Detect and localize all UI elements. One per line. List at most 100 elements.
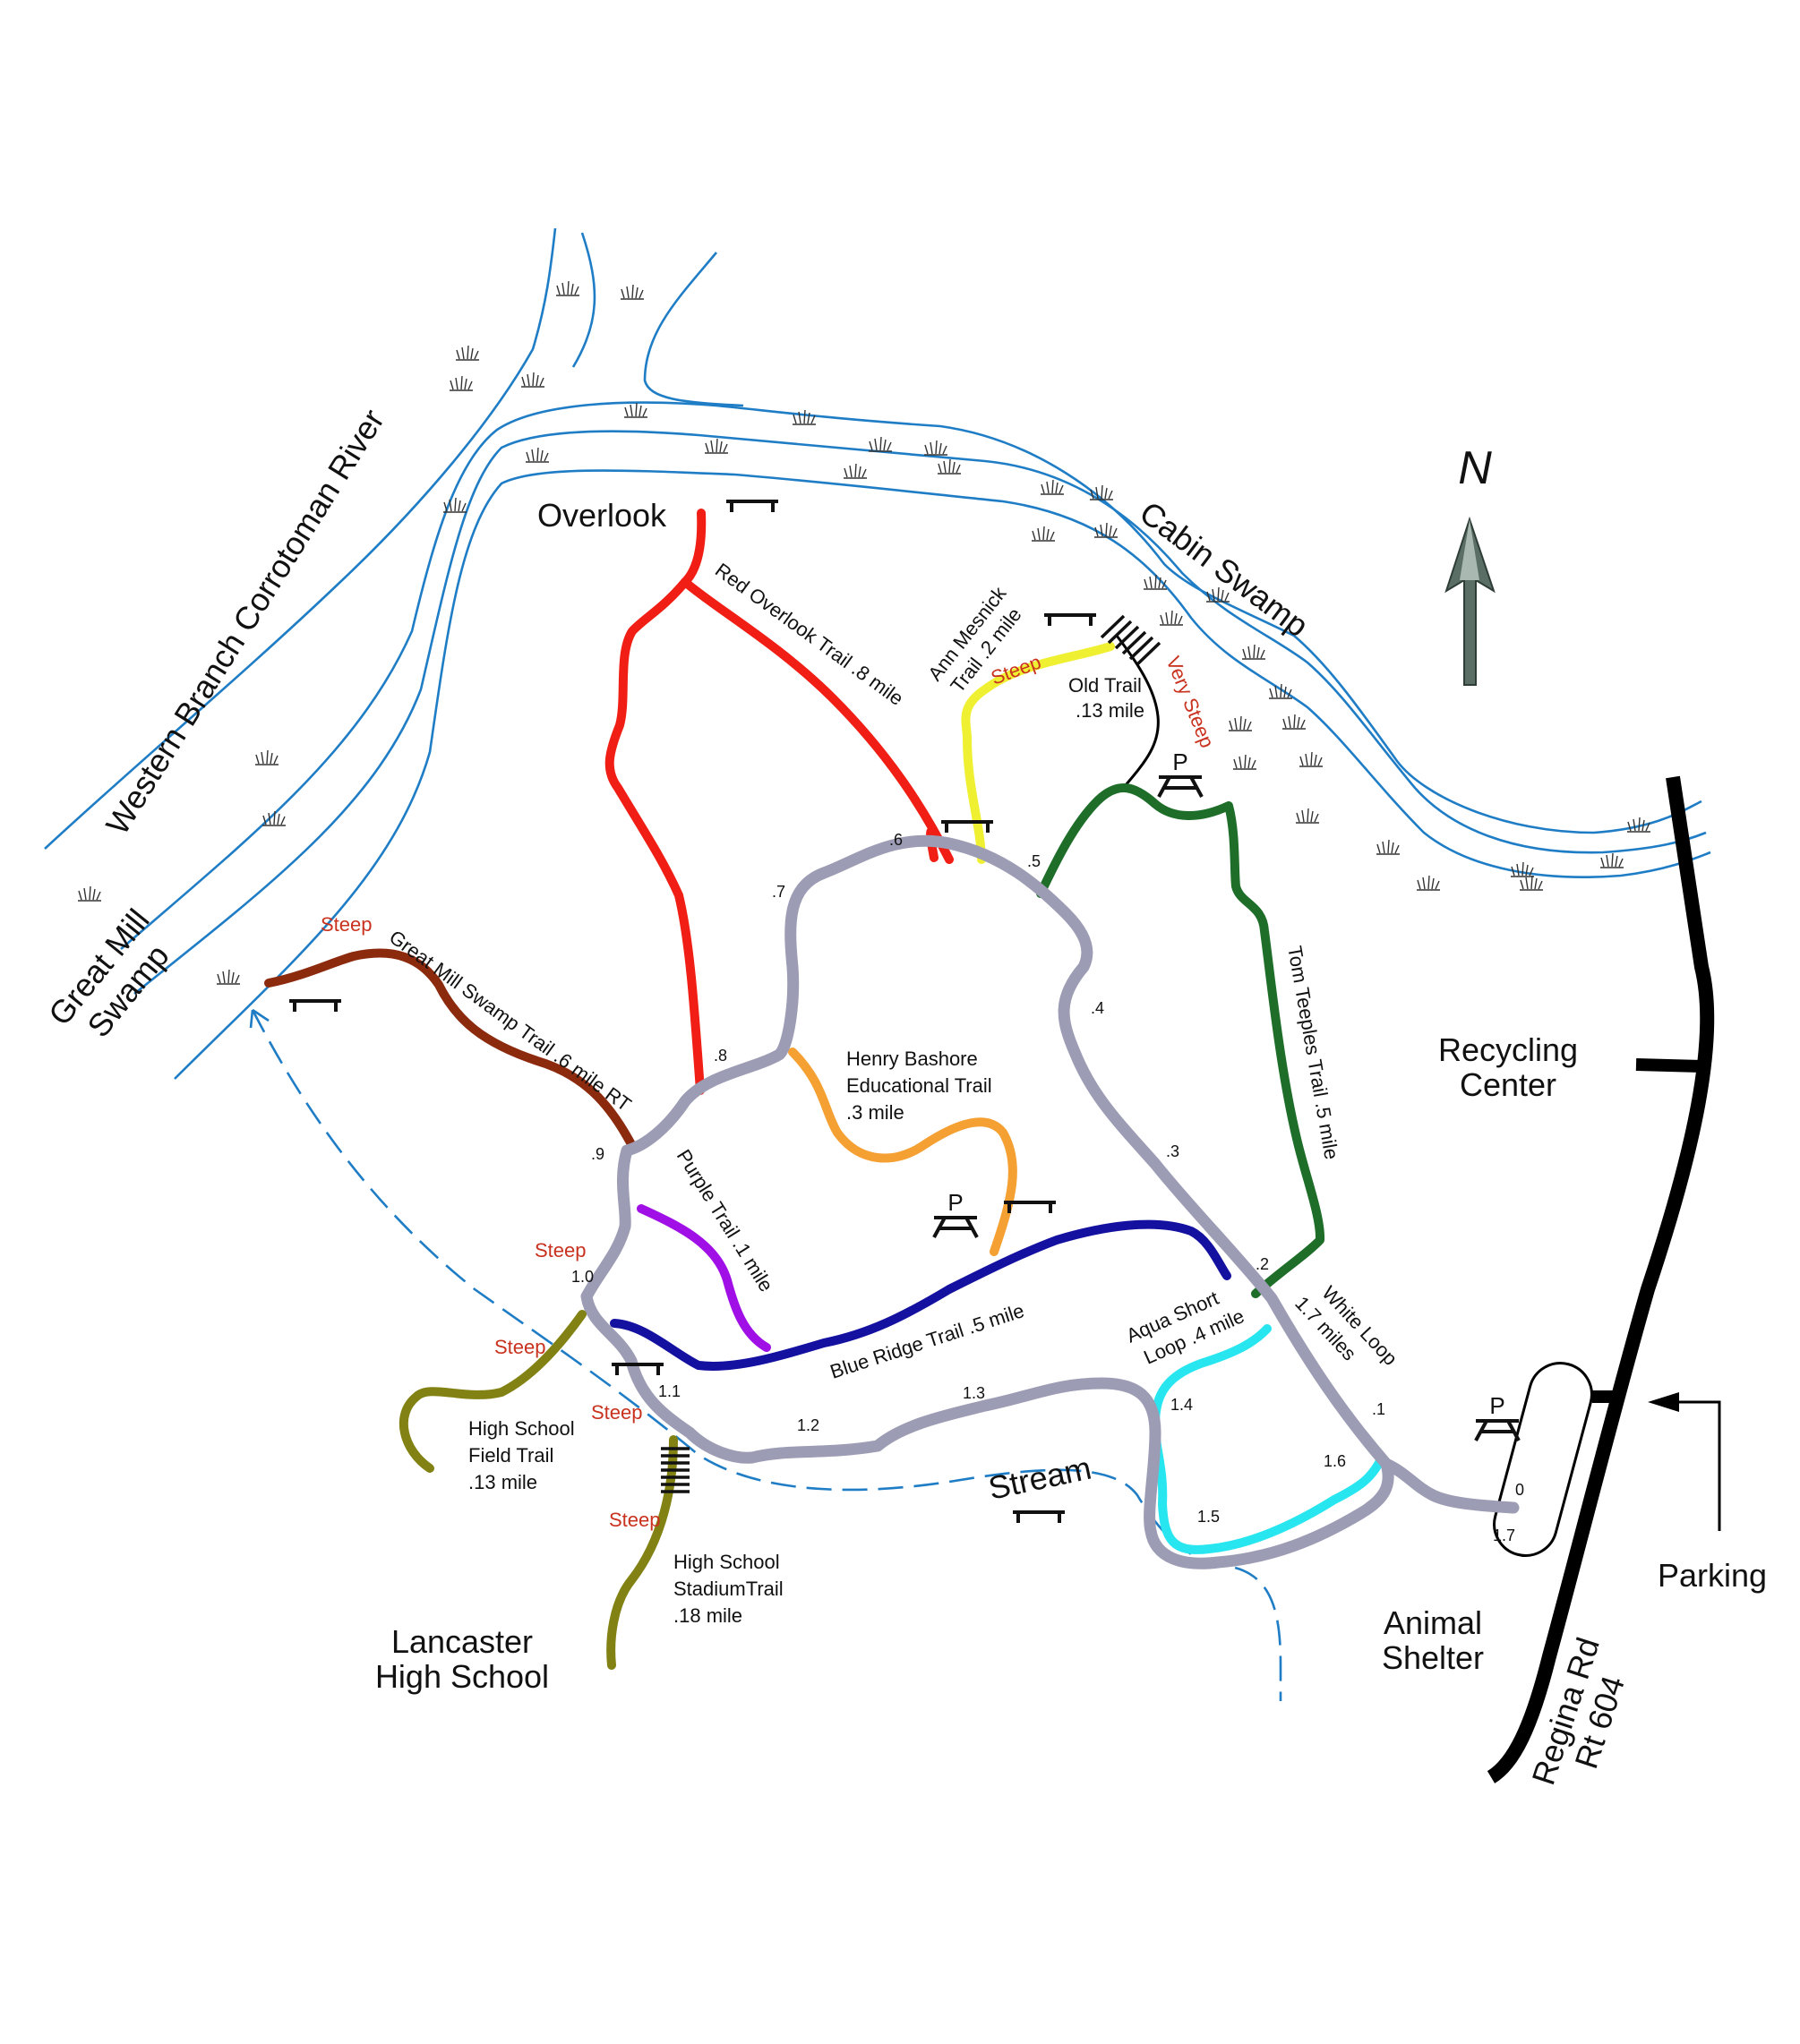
mile-marker: .6 <box>889 831 903 849</box>
steep-label: Steep <box>591 1401 643 1424</box>
mile-marker: .8 <box>714 1047 727 1065</box>
swamp-channel-middle <box>133 430 1707 996</box>
trail-white-loop[interactable] <box>580 834 1520 1569</box>
marsh-grass-icon <box>792 409 817 425</box>
lancaster-high-school-label: Lancaster High School <box>375 1623 549 1695</box>
white-loop-label: White Loop 1.7 miles <box>1290 1281 1401 1369</box>
bench-icon <box>1042 613 1098 628</box>
trail-tom-teeples[interactable] <box>1036 783 1325 1298</box>
svg-text:.18 mile: .18 mile <box>673 1604 742 1627</box>
svg-text:Animal: Animal <box>1384 1604 1482 1641</box>
steep-label: Steep <box>609 1509 661 1531</box>
svg-text:High School: High School <box>673 1551 780 1573</box>
mile-marker: .1 <box>1372 1400 1385 1418</box>
trail-hs-stadium[interactable] <box>606 1435 678 1670</box>
trail-red-overlook-west[interactable] <box>604 577 705 1095</box>
picnic-table-icon: P <box>1474 1392 1521 1442</box>
marsh-grass-icon <box>1281 714 1307 730</box>
svg-text:N: N <box>1458 442 1492 494</box>
trail-great-mill[interactable] <box>264 948 638 1152</box>
mile-marker: .7 <box>772 883 785 901</box>
svg-text:Educational Trail: Educational Trail <box>846 1074 992 1097</box>
river-bank-east <box>120 401 1702 950</box>
marsh-grass-icon <box>1510 861 1535 877</box>
red-overlook-trail-label: Red Overlook Trail .8 mile <box>711 559 907 710</box>
trail-hs-field[interactable] <box>399 1310 587 1473</box>
mile-marker: .3 <box>1166 1142 1179 1160</box>
trail-henry-bashore[interactable] <box>788 1048 1017 1256</box>
svg-text:.13 mile: .13 mile <box>468 1471 537 1493</box>
marsh-grass-icon <box>520 372 545 388</box>
great-mill-steep-label: Steep <box>321 913 373 936</box>
svg-text:High School: High School <box>375 1658 549 1695</box>
svg-text:Henry Bashore: Henry Bashore <box>846 1048 978 1070</box>
trail-ann-mesnick[interactable] <box>961 642 1115 864</box>
river-bank-west <box>44 227 557 850</box>
old-trail-label: Old Trail .13 mile <box>1068 674 1144 722</box>
marsh-grass-icon <box>1376 839 1401 855</box>
bench-icon <box>1011 1510 1067 1525</box>
animal-shelter-label: Animal Shelter <box>1382 1604 1484 1676</box>
marsh-grass-icon <box>1093 522 1119 538</box>
marsh-grass-icon <box>704 438 729 454</box>
blue-ridge-trail-label: Blue Ridge Trail .5 mile <box>827 1299 1027 1383</box>
steep-label: Steep <box>494 1336 546 1358</box>
marsh-grass-icon <box>620 284 645 300</box>
marsh-grass-icon <box>254 749 279 765</box>
mile-marker: .5 <box>1027 852 1041 870</box>
marsh-grass-icon <box>1228 715 1253 731</box>
marsh-grass-icon <box>1040 479 1065 495</box>
trail-old[interactable] <box>1115 634 1160 788</box>
picnic-table-icon: P <box>1157 748 1204 799</box>
mile-marker: 1.1 <box>658 1382 681 1400</box>
marsh-grass-icon <box>1299 751 1324 767</box>
marsh-grass-icon <box>1295 808 1320 824</box>
bench-icon <box>724 500 780 514</box>
marsh-grass-icon <box>77 885 102 902</box>
stream-dashed <box>251 1009 1282 1701</box>
marsh-grass-icon <box>449 375 474 391</box>
svg-text:Shelter: Shelter <box>1382 1639 1484 1676</box>
marsh-grass-icon <box>937 458 962 475</box>
cabin-swamp-label: Cabin Swamp <box>1133 494 1316 645</box>
svg-text:P: P <box>1172 748 1187 775</box>
great-mill-swamp-label: Great Mill Swamp <box>41 902 176 1044</box>
hs-field-trail-label: High School Field Trail .13 mile <box>468 1417 575 1493</box>
svg-text:Field Trail: Field Trail <box>468 1444 553 1467</box>
bench-icon <box>939 820 995 834</box>
marsh-grass-icon <box>1159 610 1184 626</box>
svg-text:Old Trail: Old Trail <box>1068 674 1142 697</box>
mile-marker: 1.6 <box>1324 1452 1346 1470</box>
marsh-grass-icon <box>555 280 580 296</box>
svg-text:StadiumTrail: StadiumTrail <box>673 1578 784 1600</box>
trail-blue-ridge[interactable] <box>610 1219 1231 1371</box>
mile-marker: .4 <box>1091 999 1104 1017</box>
marsh-grass-icon <box>1268 683 1293 699</box>
trails <box>264 509 1520 1670</box>
trail-aqua[interactable] <box>1151 1324 1385 1554</box>
marsh-grass-icon <box>623 402 648 418</box>
bench-icon <box>287 999 343 1013</box>
steep-label: Steep <box>535 1239 587 1261</box>
trail-purple[interactable] <box>637 1204 771 1352</box>
parking-arrow-icon <box>1648 1392 1721 1531</box>
svg-text:Lancaster: Lancaster <box>391 1623 533 1660</box>
marsh-grass-icon <box>442 497 467 513</box>
stream-label: Stream <box>985 1450 1094 1507</box>
svg-text:Recycling: Recycling <box>1438 1031 1578 1068</box>
tributary-north-west <box>571 232 596 368</box>
marsh-grass-icon <box>1519 875 1544 891</box>
great-mill-swamp-trail-label: Great Mill Swamp Trail .6 mile RT <box>385 926 635 1116</box>
stairs-icon <box>1100 614 1161 666</box>
road-main <box>1487 775 1715 1783</box>
ann-mesnick-trail-label: Ann Mesnick Trail .2 mile <box>923 582 1025 697</box>
very-steep-label: Very Steep <box>1161 654 1219 751</box>
river-label: Western Branch Corrotoman River <box>99 403 391 841</box>
marsh-grass-icon <box>1241 644 1266 660</box>
hs-stadium-trail-label: High School StadiumTrail .18 mile <box>673 1551 784 1627</box>
mile-markers: 0 .1 .2 .3 .4 .5 .6 .7 .8 .9 1.0 1.1 1.2… <box>571 831 1524 1544</box>
swamp-channel-inner <box>174 469 1711 1080</box>
overlook-label: Overlook <box>537 497 667 534</box>
mile-marker: .9 <box>591 1145 604 1163</box>
